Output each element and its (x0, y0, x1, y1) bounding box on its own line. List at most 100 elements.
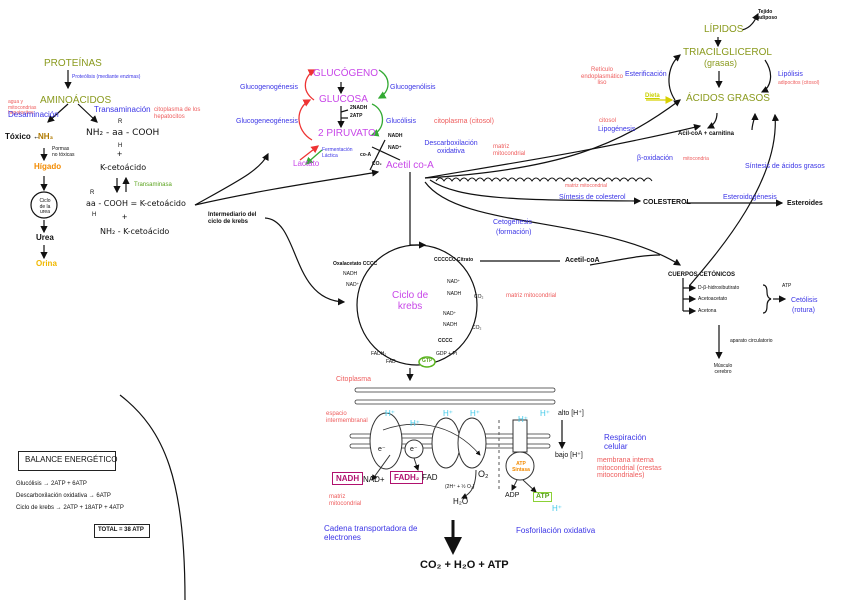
gtp-badge (418, 356, 436, 368)
krebs-co2-1: CO₂ (474, 294, 484, 300)
deamination-location: agua y mitocondrias hepatocitos (8, 99, 37, 116)
matrix-label: matriz mitocondrial (329, 494, 362, 507)
balance-total: TOTAL = 38 ATP (98, 527, 144, 533)
hplus-3: H⁺ (443, 409, 453, 418)
urea-cycle-label: Ciclo de la urea (39, 198, 51, 215)
glycogen-label: GLUCÓGENO (313, 68, 379, 79)
ketone-bodies-title: CUERPOS CETÓNICOS (668, 272, 736, 278)
nadh-badge: NADH (332, 472, 364, 485)
krebs-title-line2: krebs (397, 301, 423, 312)
pdh-coa: co-A (360, 152, 372, 158)
cholesterol-label: COLESTEROL (643, 199, 691, 206)
h-group-2: H (92, 212, 97, 218)
steroids-label: Esteroides (787, 200, 823, 207)
krebs-fad: FAD (386, 359, 396, 365)
glucose-label: GLUCOSA (319, 94, 368, 105)
hplus-2: H⁺ (410, 419, 420, 428)
lactate-label: Lactato (293, 159, 320, 168)
intermembrane-label: espacio intermembranal (326, 411, 368, 424)
steroidogenesis-label: Esteroidogénesis (723, 194, 777, 201)
lipolysis-location: adipocitos (citosol) (778, 80, 820, 86)
krebs-location: matriz mitocondrial (506, 293, 557, 299)
balance-row-glycolysis: Glucólisis → 2ATP + 6ATP (16, 481, 87, 487)
pyruvate-label: 2 PIRUVATO (318, 128, 376, 139)
outer-membrane (354, 387, 556, 405)
hplus-6: H⁺ (540, 409, 550, 418)
hplus-5: H⁺ (518, 415, 528, 424)
fatty-acid-synthesis-label: Síntesis de ácidos grasos (745, 163, 825, 170)
fats-label: (grasas) (704, 58, 738, 68)
high-h-label: alto [H⁺] (558, 410, 584, 417)
r-group-2: R (90, 190, 95, 196)
respiration-location: membrana interna mitocondrial (crestas m… (597, 457, 662, 480)
oxidative-decarboxylation-label: Descarboxilación oxidativa (424, 140, 478, 155)
transaminase-label: Transaminasa (134, 182, 172, 188)
circulation-label: aparato circulatorio (730, 338, 773, 344)
citrate-label: CCCCCC Citrato (434, 257, 474, 263)
glycolysis-nadh: 2NADH (350, 105, 368, 111)
atp-badge: ATP (533, 492, 553, 502)
transamination-label: Transaminación (94, 105, 151, 114)
h2o-label: H₂O (453, 497, 469, 506)
balance-row-decarboxylation: Descarboxilación oxidativa → 6ATP (16, 493, 111, 499)
fad-label: FAD (422, 473, 438, 482)
adipose-label: Tejido adiposo (758, 9, 778, 21)
diet-label: Dieta (645, 93, 660, 99)
target-organs-label: Músculo cerebro (713, 363, 733, 375)
gdp-label: GDP + Pi (436, 351, 457, 357)
proteins-title: PROTEÍNAS (44, 58, 102, 69)
pdh-nadh: NADH (388, 133, 403, 139)
cytosol-label: citosol (599, 118, 617, 124)
ketone-item-hydroxybutyrate: D-β-hidroxibutirato (698, 285, 740, 291)
pdh-nad: NAD⁺ (388, 145, 402, 151)
balance-row-krebs: Ciclo de krebs → 2ATP + 18ATP + 4ATP (16, 505, 124, 511)
lactic-fermentation-label: Fermentación Láctica (322, 147, 353, 159)
deamination-label: Desaminación (8, 110, 59, 119)
arrow-transamination (77, 103, 98, 123)
triacylglycerol-label: TRIACILGLICEROL (683, 47, 772, 58)
o2-label: O₂ (478, 469, 489, 479)
liver-label: Hígado (34, 162, 62, 171)
glycolysis-label: Glucólisis (386, 118, 416, 125)
krebs-intermediate-label: Intermediario del ciclo de krebs (208, 212, 257, 225)
proteolysis-label: Proteólisis (mediante enzimas) (72, 74, 141, 80)
gluconeogenesis-label: Glucogeneogénesis (236, 118, 298, 125)
toxic-label: Tóxico ← (5, 132, 42, 141)
oxaloacetate-label: Oxalacetato CCCC (333, 261, 378, 267)
balance-total-box: TOTAL = 38 ATP (94, 524, 150, 538)
atp-synthase-label: ATP Sintasa (512, 461, 530, 473)
amino-acid-formula: NH₂ - aa - COOH (86, 128, 160, 138)
complex-iv (457, 417, 487, 469)
oxphos-label: Fosforilación oxidativa (516, 526, 596, 535)
complex-iii (431, 417, 461, 469)
acyl-coa-label: Acil-coA + carnitina (678, 131, 734, 137)
atp-synthase-stalk (512, 419, 528, 453)
arrow-deamination (47, 103, 69, 123)
fatty-acids-label: ÁCIDOS GRASOS (686, 93, 770, 104)
low-h-label: bajo [H⁺] (555, 452, 583, 459)
beta-oxidation-location: mitocondria (683, 156, 709, 162)
krebs-title-line1: Ciclo de (392, 290, 429, 301)
krebs-nad-1: NAD⁺ (346, 282, 360, 288)
hplus-1: H⁺ (385, 409, 395, 418)
balance-title-box: BALANCE ENERGÉTICO (18, 451, 117, 471)
ketone-item-acetoacetate: Acetoacetato (698, 296, 728, 302)
smooth-er-label: Retículo endoplasmático liso (580, 67, 624, 87)
ammonia-label: NH₃ (38, 132, 54, 141)
amino-keto-label: NH₂ - K-cetoácido (100, 227, 170, 236)
atp-synthase-head (505, 451, 535, 481)
final-products-label: CO₂ + H₂O + ATP (420, 559, 509, 571)
krebs-cycle-circle (356, 244, 478, 366)
keto-acid-label: K-cetoácido (100, 163, 147, 172)
krebs-nadh-2: NADH (447, 291, 462, 297)
krebs-nadh-1: NADH (343, 271, 358, 277)
adp-label: ADP (505, 492, 520, 499)
o2-note: (2H⁺ + ½ O₂) (445, 484, 475, 490)
etc-cytoplasm-label: Citoplasma (336, 376, 372, 383)
hplus-4: H⁺ (470, 409, 480, 418)
ketolysis-sub: (rotura) (792, 307, 815, 314)
decarboxylation-location: matriz mitocondrial (493, 144, 526, 157)
ketogenesis-label: Cetogénesis (493, 219, 532, 226)
urea-cycle-circle (30, 191, 58, 219)
